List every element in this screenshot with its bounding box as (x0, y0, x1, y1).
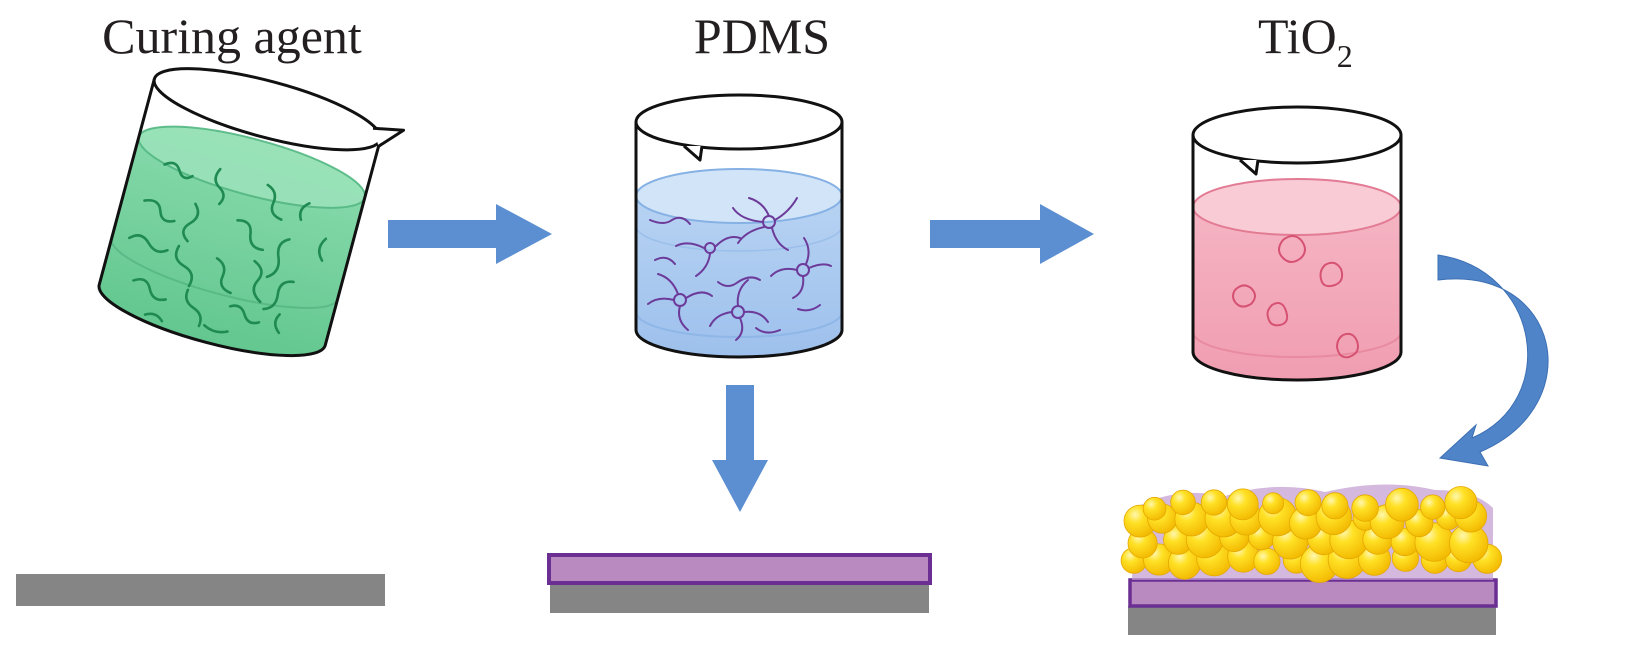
pdms-label: PDMS (694, 8, 830, 64)
down-arrow (712, 385, 768, 512)
substrate (1128, 606, 1496, 635)
tio2-label: TiO2 (1258, 8, 1353, 74)
pdms-layer (1128, 578, 1498, 608)
tio2-nanoparticle (1351, 494, 1379, 522)
beaker-glass (634, 93, 844, 359)
pdms-crosslink-network (647, 197, 832, 341)
pdms-beaker (634, 93, 844, 359)
tio2-nanoparticle (1420, 494, 1446, 520)
tio2-beaker (1191, 105, 1403, 382)
tio2-label-subscript: 2 (1337, 38, 1353, 74)
tio2-particles-in-solution (1232, 235, 1359, 359)
tio2-nanoparticle (1200, 489, 1228, 516)
tio2-nanoparticle (1170, 489, 1196, 516)
beaker-glass (97, 67, 406, 358)
tio2-nanoparticle (1142, 496, 1167, 521)
tio2-pdms-coated-substrate (1120, 484, 1503, 635)
pdms-coated-substrate (547, 553, 932, 613)
substrate (550, 583, 929, 613)
tio2-label-main: TiO (1258, 8, 1337, 64)
tio2-nanoparticle (1444, 486, 1478, 520)
tio2-nanoparticle-layer (1120, 486, 1503, 583)
right-arrow-1 (388, 204, 552, 264)
tio2-nanoparticle (1321, 492, 1349, 520)
curved-arrow (1437, 254, 1549, 467)
tio2-nanoparticle (1294, 489, 1322, 517)
curing-agent-label: Curing agent (102, 8, 362, 64)
curing-agent-beaker (97, 67, 406, 358)
bare-substrate (16, 574, 385, 606)
tio2-nanoparticle (1226, 488, 1259, 521)
pdms-layer (547, 553, 932, 585)
pink-liquid-surface (1192, 178, 1402, 236)
tio2-nanoparticle (1262, 492, 1284, 515)
curing-agent-strands (128, 161, 328, 335)
beaker-glass (1191, 105, 1403, 382)
right-arrow-2 (930, 204, 1094, 264)
tio2-nanoparticle (1385, 487, 1419, 522)
